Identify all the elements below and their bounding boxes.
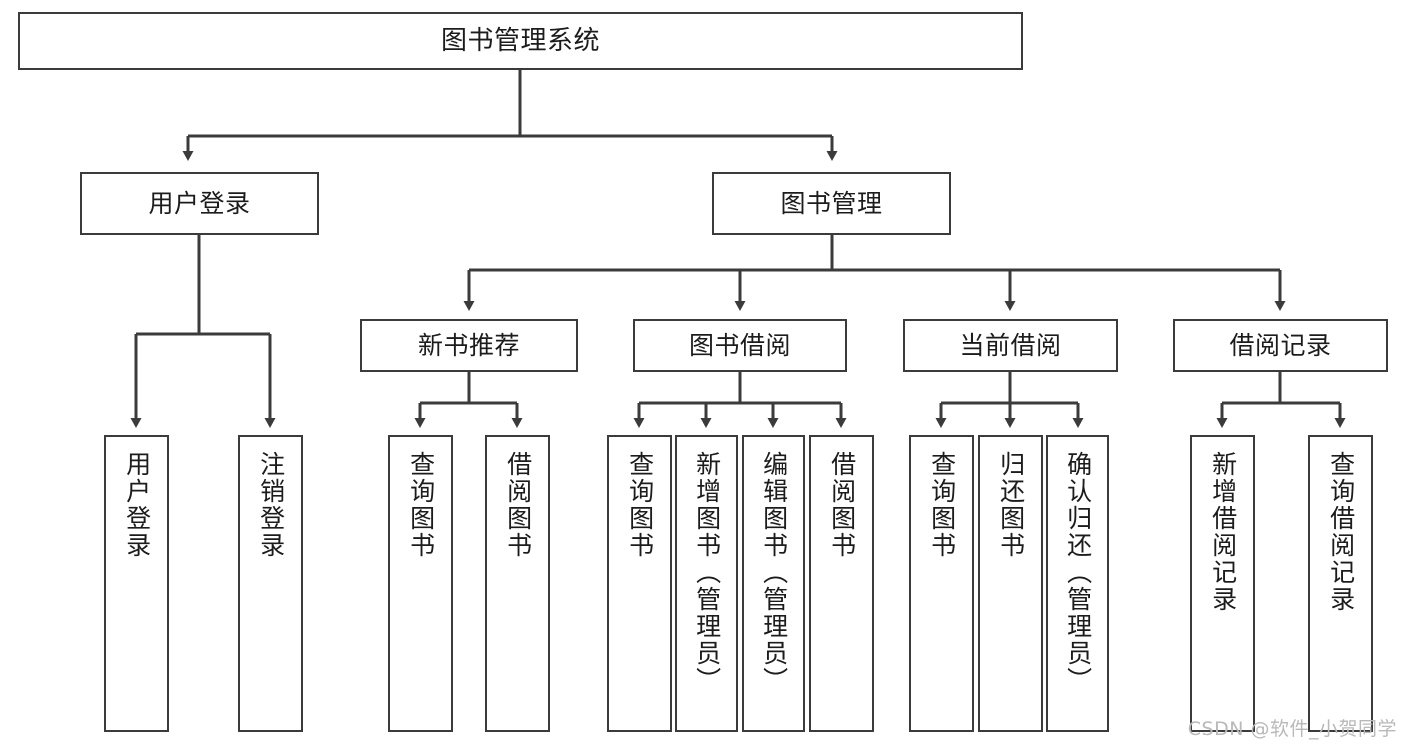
node-leaf-borrow-book-2[interactable]: 借阅图书 (809, 435, 874, 732)
node-book-management[interactable]: 图书管理 (712, 172, 951, 235)
node-label: 图书管理系统 (440, 25, 600, 56)
node-label: 用户登录 (148, 188, 251, 218)
node-label: 查询图书 (927, 451, 957, 559)
node-leaf-query-book-1[interactable]: 查询图书 (388, 435, 453, 732)
node-leaf-edit-book[interactable]: 编辑图书（管理员） (742, 435, 805, 732)
node-leaf-user-login[interactable]: 用户登录 (104, 435, 169, 732)
node-label: 查询图书 (625, 451, 655, 559)
node-label: 注销登录 (256, 451, 286, 559)
node-book-borrow[interactable]: 图书借阅 (633, 319, 847, 372)
node-current-borrow[interactable]: 当前借阅 (903, 319, 1118, 372)
node-label: 确认归还（管理员） (1063, 451, 1093, 694)
node-leaf-confirm-return[interactable]: 确认归还（管理员） (1046, 435, 1109, 732)
node-label: 新书推荐 (417, 330, 520, 360)
node-root-book-management-system[interactable]: 图书管理系统 (18, 12, 1023, 70)
node-leaf-add-book[interactable]: 新增图书（管理员） (675, 435, 738, 732)
node-user-login[interactable]: 用户登录 (80, 172, 319, 235)
node-label: 新增图书（管理员） (692, 451, 722, 694)
node-leaf-return-book[interactable]: 归还图书 (978, 435, 1043, 732)
node-label: 新增借阅记录 (1208, 451, 1238, 613)
node-label: 当前借阅 (959, 330, 1062, 360)
node-leaf-query-record[interactable]: 查询借阅记录 (1308, 435, 1373, 732)
node-label: 借阅记录 (1229, 330, 1332, 360)
node-leaf-user-logout[interactable]: 注销登录 (238, 435, 303, 732)
node-leaf-query-book-2[interactable]: 查询图书 (607, 435, 672, 732)
node-label: 借阅图书 (827, 451, 857, 559)
node-label: 查询图书 (406, 451, 436, 559)
node-borrow-record[interactable]: 借阅记录 (1173, 319, 1388, 372)
node-label: 编辑图书（管理员） (759, 451, 789, 694)
node-leaf-query-book-3[interactable]: 查询图书 (909, 435, 974, 732)
node-label: 借阅图书 (503, 451, 533, 559)
node-label: 图书管理 (780, 188, 883, 218)
node-label: 用户登录 (122, 451, 152, 559)
node-label: 图书借阅 (688, 330, 791, 360)
node-leaf-borrow-book-1[interactable]: 借阅图书 (485, 435, 550, 732)
csdn-watermark: CSDN @软件_小贺同学 (1187, 718, 1397, 740)
node-label: 归还图书 (996, 451, 1026, 559)
node-label: 查询借阅记录 (1326, 451, 1356, 613)
node-leaf-add-record[interactable]: 新增借阅记录 (1190, 435, 1255, 732)
node-new-book-recommend[interactable]: 新书推荐 (360, 319, 578, 372)
